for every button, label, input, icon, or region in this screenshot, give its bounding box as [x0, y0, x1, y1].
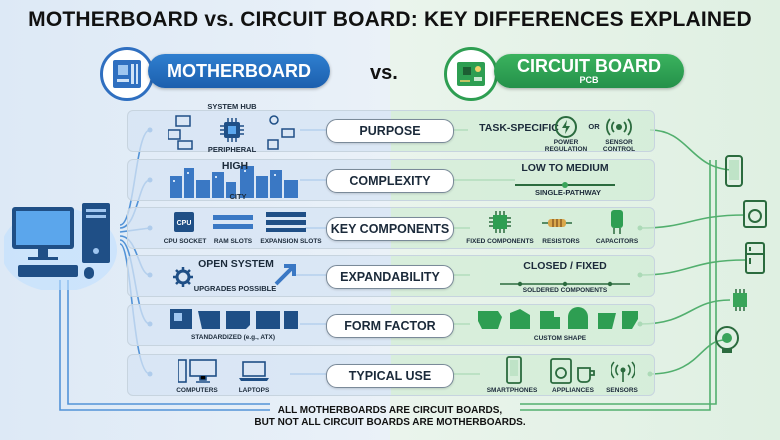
fixed-component-icon [488, 210, 512, 239]
purpose-left-top: SYSTEM HUB [207, 102, 257, 111]
expandability-right-main: CLOSED / FIXED [523, 260, 607, 272]
custom-shapes-icon [476, 307, 641, 338]
computer-icon [177, 358, 218, 389]
footer-line-1: ALL MOTHERBOARDS ARE CIRCUIT BOARDS, [277, 405, 503, 416]
resistor-icon [542, 216, 572, 234]
component-resistors: RESISTORS [542, 238, 580, 245]
category-expandability: EXPANDABILITY [326, 265, 454, 289]
gear-icon [172, 266, 194, 293]
vs-label: vs. [370, 62, 398, 84]
component-fixed: FIXED COMPONENTS [466, 238, 534, 245]
pcb-subheading: PCB [579, 75, 599, 85]
page-title: MOTHERBOARD vs. CIRCUIT BOARD: KEY DIFFE… [28, 8, 752, 31]
capacitor-icon [608, 209, 626, 240]
component-capacitors: CAPACITORS [595, 238, 639, 245]
component-cpu-socket: CPU SOCKET [163, 238, 207, 245]
category-complexity: COMPLEXITY [326, 169, 454, 193]
complexity-left-bottom: CITY [229, 192, 247, 201]
arrow-icon [272, 260, 300, 293]
category-purpose: PURPOSE [326, 119, 454, 143]
use-smartphones: SMARTPHONES [486, 387, 538, 394]
expandability-left-bottom: UPGRADES POSSIBLE [193, 284, 277, 293]
category-typical-use: TYPICAL USE [326, 364, 454, 388]
power-icon [554, 115, 578, 144]
soldered-line [500, 275, 630, 293]
form-right: CUSTOM SHAPE [533, 335, 587, 342]
use-laptops: LAPTOPS [238, 387, 270, 394]
purpose-right-or: OR [588, 122, 600, 131]
footer-line-2: BUT NOT ALL CIRCUIT BOARDS ARE MOTHERBOA… [254, 417, 526, 428]
sensor-icon [606, 115, 632, 144]
purpose-right-a: POWER REGULATION [544, 139, 588, 153]
washer-icon [550, 358, 596, 389]
atx-boards-icon [168, 307, 300, 336]
laptop-icon [238, 360, 270, 387]
use-appliances: APPLIANCES [552, 387, 594, 394]
complexity-right-sub: SINGLE-PATHWAY [534, 188, 602, 197]
cpu-chip-label: CPU [177, 220, 192, 227]
expandability-left-top: OPEN SYSTEM [198, 258, 274, 270]
fridge-icon [744, 242, 766, 279]
camera-icon [712, 325, 742, 360]
chip-icon [728, 288, 752, 317]
complexity-right-main: LOW TO MEDIUM [521, 162, 609, 174]
purpose-left-bottom: PERIPHERAL [207, 145, 257, 154]
sensor-icon [610, 360, 636, 389]
purpose-right-b: SENSOR CONTROL [602, 139, 636, 153]
footer-note: ALL MOTHERBOARDS ARE CIRCUIT BOARDS, BUT… [0, 405, 780, 429]
expandability-right-sub: SOLDERED COMPONENTS [522, 287, 608, 294]
smartphone-icon [505, 356, 523, 389]
smartphone-icon [724, 155, 744, 192]
circuit-board-heading-label: CIRCUIT BOARD [517, 56, 661, 76]
motherboard-heading: MOTHERBOARD [148, 54, 330, 88]
component-ram-slots: RAM SLOTS [213, 238, 253, 245]
cpu-socket-icon: CPU [172, 210, 196, 239]
expansion-slots-icon [266, 211, 306, 238]
purpose-right-main: TASK-SPECIFIC [479, 122, 559, 134]
single-pathway-line [515, 176, 615, 194]
washer-icon [742, 200, 768, 233]
peripheral-icons-right [262, 114, 298, 155]
city-icon [168, 162, 308, 203]
form-left: STANDARDIZED (e.g., ATX) [190, 334, 275, 341]
chip-icon [218, 116, 246, 149]
use-computers: COMPUTERS [176, 387, 218, 394]
peripheral-icons [167, 114, 208, 155]
circuit-board-heading: CIRCUIT BOARD PCB [494, 54, 684, 88]
complexity-left-top: HIGH [221, 160, 249, 172]
computer-icon [1, 195, 124, 295]
ram-slots-icon [213, 213, 253, 236]
use-sensors: SENSORS [606, 387, 638, 394]
category-form-factor: FORM FACTOR [326, 314, 454, 338]
category-key-components: KEY COMPONENTS [326, 217, 454, 241]
component-expansion-slots: EXPANSION SLOTS [260, 238, 322, 245]
